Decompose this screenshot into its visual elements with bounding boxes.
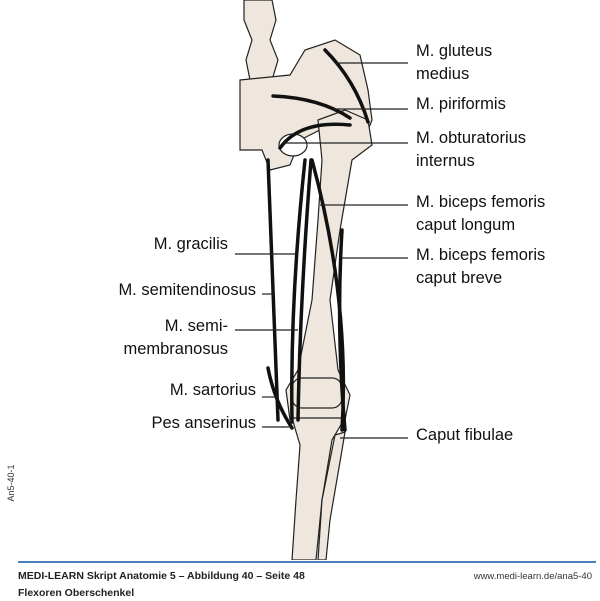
label-caput-fibulae: Caput fibulae [416, 426, 514, 444]
muscle-gluteus-medius [323, 48, 370, 124]
muscle-semimembranosus [296, 158, 313, 422]
label-sartorius: M. sartorius [169, 381, 256, 399]
label-semitendinosus: M. semitendinosus [118, 281, 256, 299]
femur [285, 109, 373, 421]
footer-title: MEDI-LEARN Skript Anatomie 5 – Abbildung… [18, 570, 305, 582]
anatomy-illustration [235, 0, 408, 560]
muscle-semitendinosus [290, 158, 307, 424]
figure-code: An5-40-1 [6, 464, 16, 502]
fibula [317, 431, 346, 560]
muscle-sartorius [266, 366, 294, 430]
label-piriformis: M. piriformis [416, 95, 506, 113]
muscle-gracilis [266, 158, 280, 422]
label-pes-anserinus: Pes anserinus [151, 414, 256, 432]
footer-subtitle: Flexoren Oberschenkel [18, 587, 135, 599]
lumbar-spine [243, 0, 279, 85]
footer-url[interactable]: www.medi-learn.de/ana5-40 [473, 571, 592, 582]
label-gracilis: M. gracilis [153, 235, 228, 253]
footer-rule [18, 561, 596, 563]
label-semimembranosus: M. semi-membranosus [123, 317, 228, 358]
muscle-biceps-breve [337, 228, 347, 432]
muscle-piriformis [271, 94, 352, 120]
